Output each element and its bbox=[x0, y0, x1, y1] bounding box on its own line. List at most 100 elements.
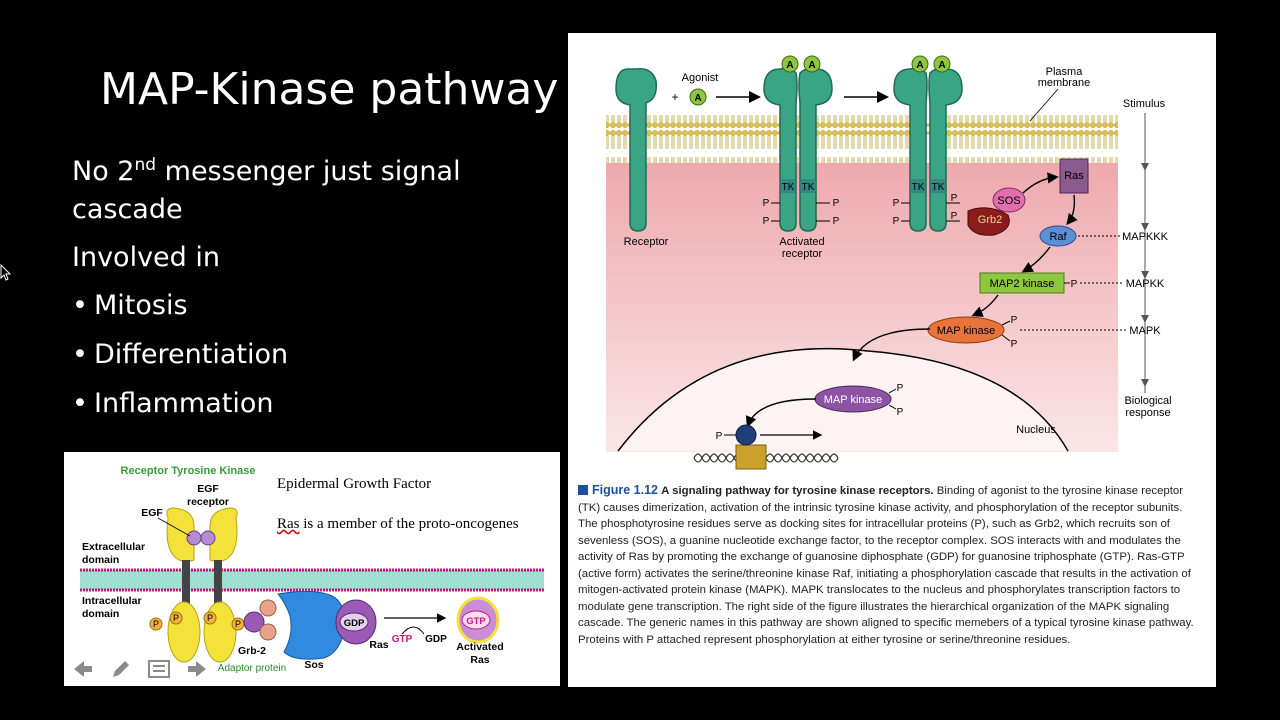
svg-text:TK: TK bbox=[782, 182, 795, 193]
egf-label: EGF bbox=[141, 507, 163, 519]
svg-text:TK: TK bbox=[802, 182, 815, 193]
notes-icon[interactable] bbox=[146, 656, 172, 682]
svg-text:P: P bbox=[153, 619, 159, 629]
slide-body: No 2nd messenger just signal cascade Inv… bbox=[72, 146, 542, 434]
rtk-inset: Receptor Tyrosine Kinase EGF receptor EG… bbox=[64, 452, 560, 686]
arrow-right-icon[interactable] bbox=[184, 656, 210, 682]
receptor-phospho-sites: P P P P bbox=[763, 198, 840, 227]
svg-text:P: P bbox=[951, 211, 958, 222]
mapkk-label: MAPKK bbox=[1126, 278, 1165, 290]
inset-phospho: P P P P bbox=[149, 611, 245, 631]
intro-text: No 2nd messenger just signal cascade bbox=[72, 155, 461, 225]
egf-receptor-label: EGF bbox=[197, 483, 219, 495]
svg-text:P: P bbox=[173, 613, 179, 623]
svg-text:domain: domain bbox=[82, 554, 119, 566]
inset-activated-ras: GTP Activated Ras bbox=[456, 596, 504, 666]
receptor-inactive bbox=[615, 68, 658, 232]
nuclear-map-kinase: MAP kinase P P bbox=[814, 383, 904, 418]
ras-protein: Ras bbox=[1059, 158, 1089, 194]
map2-kinase-protein: MAP2 kinase P bbox=[979, 272, 1078, 294]
activated-receptor bbox=[763, 67, 833, 232]
svg-text:GTP: GTP bbox=[466, 616, 486, 627]
intracellular-label: Intracellular bbox=[82, 595, 142, 607]
pen-icon[interactable] bbox=[108, 656, 134, 682]
mapk-label: MAPK bbox=[1129, 325, 1161, 337]
bullet-item: Differentiation bbox=[72, 336, 542, 374]
figure-caption: Figure 1.12 A signaling pathway for tyro… bbox=[578, 482, 1198, 648]
svg-text:MAP kinase: MAP kinase bbox=[937, 325, 996, 337]
svg-text:GDP: GDP bbox=[344, 618, 365, 629]
arrow-mapk-nucleus bbox=[852, 328, 931, 362]
map-kinase-protein: MAP kinase P P bbox=[927, 315, 1018, 350]
svg-text:SOS: SOS bbox=[997, 195, 1020, 207]
svg-text:receptor: receptor bbox=[782, 248, 823, 260]
arrow-ras-raf bbox=[1066, 194, 1078, 226]
slideshow-toolbar bbox=[70, 655, 210, 683]
svg-text:P: P bbox=[763, 216, 770, 227]
stimulus-label: Stimulus bbox=[1123, 98, 1166, 110]
svg-text:P: P bbox=[716, 431, 723, 442]
bullet-item: Mitosis bbox=[72, 287, 542, 325]
agonist-label: Agonist bbox=[682, 72, 719, 84]
svg-text:A: A bbox=[808, 60, 815, 71]
svg-text:membrane: membrane bbox=[1038, 77, 1091, 89]
egf-heading: Epidermal Growth Factor bbox=[277, 476, 432, 492]
svg-text:A: A bbox=[938, 60, 945, 71]
svg-text:TK: TK bbox=[932, 182, 945, 193]
svg-text:P: P bbox=[1011, 315, 1018, 326]
inset-ras-gdp: GDP Ras bbox=[335, 599, 389, 651]
figure-square-icon bbox=[578, 485, 588, 495]
receptor-complex: A A TK TK P P P P bbox=[893, 55, 963, 232]
extracellular-label: Extracellular bbox=[82, 541, 145, 553]
agonist-plus: + bbox=[671, 90, 678, 104]
svg-text:A: A bbox=[786, 60, 793, 71]
svg-text:MAP kinase: MAP kinase bbox=[824, 394, 883, 406]
svg-text:A: A bbox=[916, 60, 923, 71]
involved-label: Involved in bbox=[72, 242, 220, 273]
svg-text:P: P bbox=[897, 407, 904, 418]
egf-ligand bbox=[157, 517, 216, 546]
activated-receptor-label: Activated bbox=[779, 236, 824, 248]
caption-text: Binding of agonist to the tyrosine kinas… bbox=[578, 485, 1194, 646]
inset-sos: Sos bbox=[277, 590, 347, 671]
figure-panel: Receptor Agonist + A A A TK TK P P bbox=[568, 33, 1216, 687]
adaptor-protein-label: Adaptor protein bbox=[218, 663, 286, 674]
sos-protein: SOS bbox=[992, 187, 1026, 213]
svg-text:receptor: receptor bbox=[187, 496, 229, 508]
svg-text:P: P bbox=[897, 383, 904, 394]
biological-response-label: Biological bbox=[1124, 395, 1171, 407]
svg-text:GTP: GTP bbox=[392, 634, 413, 645]
svg-text:P: P bbox=[1071, 279, 1078, 290]
bullet-item: Inflammation bbox=[72, 385, 542, 423]
rtk-diagram: Receptor Tyrosine Kinase EGF receptor EG… bbox=[80, 465, 544, 674]
arrow-left-icon[interactable] bbox=[70, 656, 96, 682]
svg-text:Sos: Sos bbox=[304, 659, 323, 671]
svg-text:P: P bbox=[951, 193, 958, 204]
arrow-raf-map2k bbox=[1021, 246, 1051, 273]
svg-text:Grb2: Grb2 bbox=[978, 214, 1002, 226]
svg-text:Raf: Raf bbox=[1049, 231, 1067, 243]
transcription-factor: P bbox=[716, 424, 767, 470]
svg-text:P: P bbox=[833, 198, 840, 209]
svg-text:Ras: Ras bbox=[369, 639, 388, 651]
inset-membrane bbox=[80, 570, 544, 590]
grb2-protein: Grb2 bbox=[967, 207, 1010, 236]
bullet-list: Mitosis Differentiation Inflammation bbox=[72, 287, 542, 423]
svg-text:P: P bbox=[1011, 339, 1018, 350]
arrow-sos-ras bbox=[1022, 172, 1059, 194]
svg-text:P: P bbox=[763, 198, 770, 209]
inset-grb2: Grb-2 Adaptor protein bbox=[218, 599, 286, 674]
svg-text:Ras: Ras bbox=[1064, 170, 1084, 182]
rtk-title: Receptor Tyrosine Kinase bbox=[121, 465, 256, 477]
svg-text:Grb-2: Grb-2 bbox=[238, 645, 266, 657]
svg-text:P: P bbox=[207, 613, 213, 623]
cursor-icon bbox=[0, 264, 12, 281]
svg-text:P: P bbox=[235, 619, 241, 629]
svg-text:P: P bbox=[893, 198, 900, 209]
svg-text:A: A bbox=[694, 93, 701, 104]
svg-text:GDP: GDP bbox=[425, 634, 447, 645]
plasma-membrane-label: Plasma bbox=[1046, 66, 1084, 78]
nucleus-label: Nucleus bbox=[1016, 424, 1056, 436]
ras-note: Ras is a member of the proto-oncogenes bbox=[277, 516, 519, 532]
svg-text:response: response bbox=[1125, 407, 1170, 419]
